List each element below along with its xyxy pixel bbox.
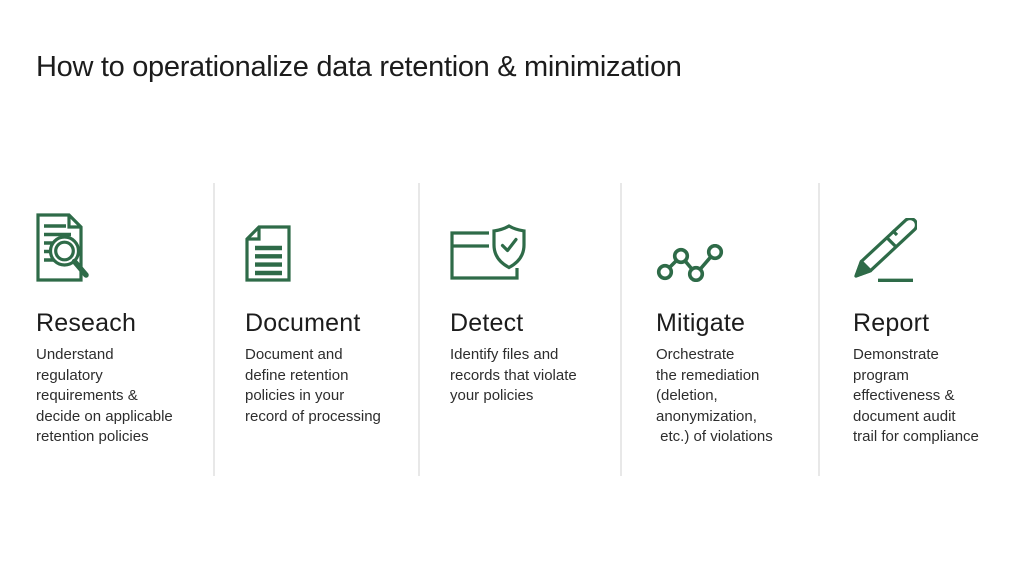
pencil-underline-icon <box>853 183 917 282</box>
step-title: Mitigate <box>656 309 746 337</box>
step-detect: Detect Identify files and records that v… <box>450 183 628 407</box>
document-lines-icon <box>245 183 291 282</box>
step-title: Reseach <box>36 309 137 337</box>
step-description: Demonstrate program effectiveness & docu… <box>853 346 979 445</box>
step-title: Detect <box>450 309 524 337</box>
step-description: Document and define retention policies i… <box>245 346 381 425</box>
column-divider <box>213 183 215 476</box>
step-description: Orchestrate the remediation (deletion, a… <box>656 346 773 445</box>
tray-shield-check-icon <box>450 183 528 282</box>
column-divider <box>620 183 622 476</box>
step-title: Document <box>245 309 361 337</box>
step-document: Document Document and define retention p… <box>245 183 423 427</box>
step-description: Identify files and records that violate … <box>450 346 577 404</box>
step-research: Reseach Understand regulatory requiremen… <box>36 183 214 448</box>
page-title: How to operationalize data retention & m… <box>36 51 682 83</box>
column-divider <box>418 183 420 476</box>
step-description: Understand regulatory requirements & dec… <box>36 346 173 445</box>
step-report: Report Demonstrate program effectiveness… <box>853 183 1024 448</box>
step-mitigate: Mitigate Orchestrate the remediation (de… <box>656 183 834 448</box>
document-magnifier-icon <box>36 183 90 282</box>
node-graph-icon <box>656 183 724 282</box>
step-title: Report <box>853 309 930 337</box>
column-divider <box>818 183 820 476</box>
